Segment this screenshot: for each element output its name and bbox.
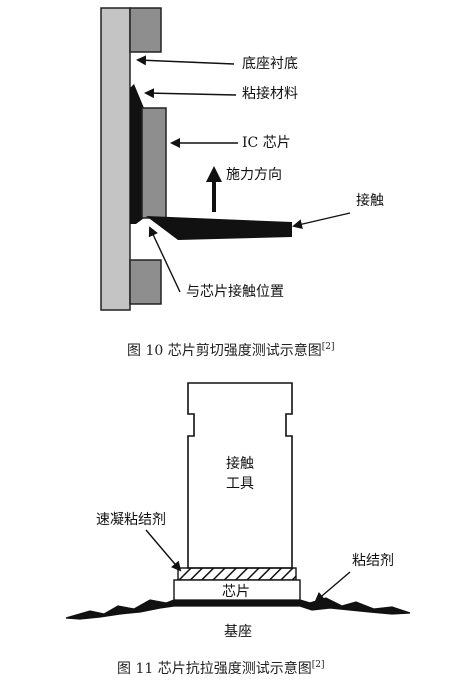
label-adhesive: 粘接材料 bbox=[242, 86, 298, 102]
label-adhesive-11: 粘结剂 bbox=[352, 553, 394, 569]
base-adhesive-line bbox=[65, 597, 411, 620]
label-force-direction: 施力方向 bbox=[226, 167, 282, 183]
label-contact: 接触 bbox=[356, 193, 384, 209]
leader-contact bbox=[292, 212, 351, 230]
caption-figure10: 图 10 芯片剪切强度测试示意图[2] bbox=[127, 338, 334, 360]
label-chip: IC 芯片 bbox=[242, 135, 291, 151]
ic-chip bbox=[141, 107, 167, 219]
adhesive-layer bbox=[130, 84, 144, 224]
label-quick-adhesive: 速凝粘结剂 bbox=[96, 512, 166, 528]
caption-figure10-text: 图 10 芯片剪切强度测试示意图 bbox=[127, 343, 322, 359]
upper-fixture-block bbox=[129, 7, 162, 53]
label-tensile-chip: 芯片 bbox=[222, 584, 250, 600]
leader-adhesive bbox=[144, 88, 237, 99]
leader-contact-position bbox=[148, 226, 181, 293]
label-substrate: 底座衬底 bbox=[242, 56, 298, 72]
leader-substrate bbox=[136, 55, 235, 66]
lower-fixture-block bbox=[129, 259, 162, 305]
label-tool-line1: 接触 bbox=[226, 456, 254, 472]
label-contact-position: 与芯片接触位置 bbox=[186, 284, 284, 300]
leader-adhesive-11 bbox=[314, 571, 351, 603]
label-tool-line2: 工具 bbox=[226, 476, 254, 492]
caption-figure10-ref: [2] bbox=[321, 342, 335, 352]
leader-quick-adhesive bbox=[145, 529, 182, 572]
substrate-plate bbox=[100, 7, 131, 311]
caption-figure11: 图 11 芯片抗拉强度测试示意图[2] bbox=[117, 656, 324, 678]
caption-figure11-ref: [2] bbox=[311, 660, 325, 670]
caption-figure11-text: 图 11 芯片抗拉强度测试示意图 bbox=[117, 661, 312, 677]
quick-set-adhesive bbox=[177, 567, 297, 581]
label-base: 基座 bbox=[224, 624, 252, 640]
force-arrow-head bbox=[206, 166, 222, 182]
contact-tool bbox=[146, 216, 292, 240]
